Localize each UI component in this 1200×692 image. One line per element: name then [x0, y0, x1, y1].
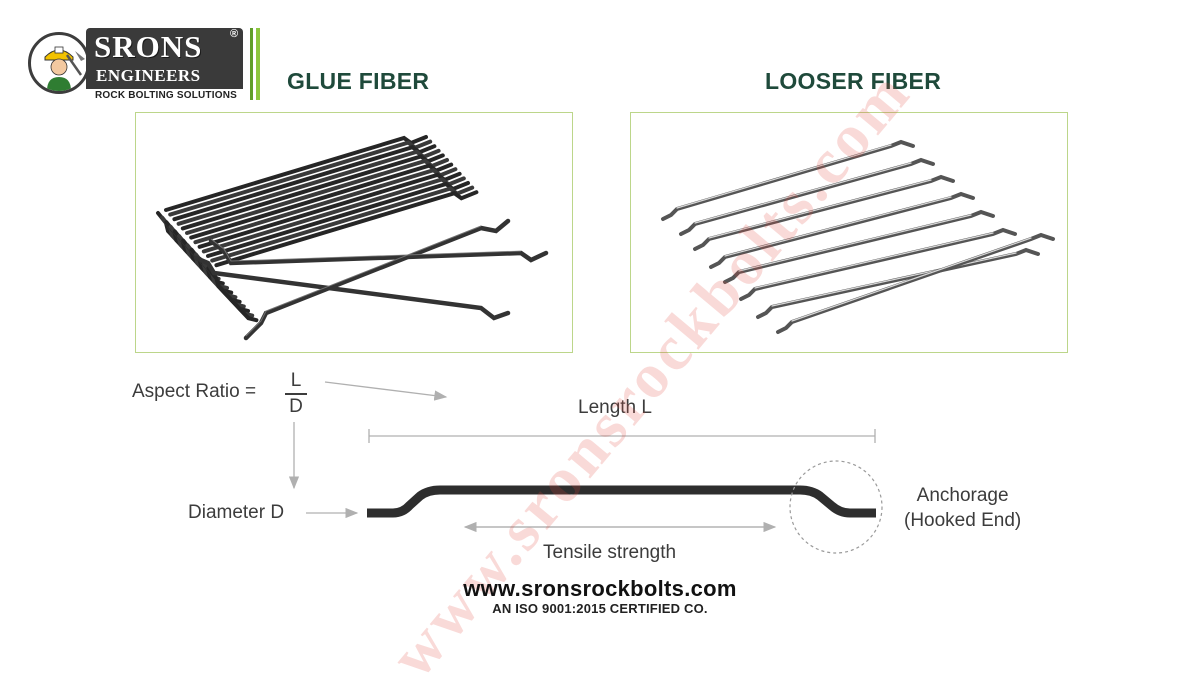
looser-rod: [661, 139, 915, 221]
looser-rod-highlight: [791, 237, 1032, 322]
looser-fiber-title: LOOSER FIBER: [765, 68, 942, 94]
looser-rod-highlight: [694, 162, 912, 224]
looser-rod: [739, 227, 1017, 301]
footer-certification: AN ISO 9001:2015 CERTIFIED CO.: [492, 601, 708, 616]
fraction-denominator: D: [289, 395, 303, 417]
aspect-length-arrow: [324, 381, 448, 401]
fiber-dimension-diagram: Aspect Ratio = L D Length L Diameter D A…: [0, 360, 1200, 600]
looser-rod-highlight: [754, 232, 994, 289]
looser-fiber-image: [630, 112, 1068, 353]
looser-rod: [756, 247, 1040, 319]
anchorage-label: Anchorage (Hooked End): [904, 483, 1021, 533]
looser-rod: [693, 174, 955, 251]
looser-rod: [709, 191, 975, 269]
looser-rod-highlight: [676, 144, 892, 209]
looser-rod-highlight: [724, 196, 952, 257]
logo-plate: [86, 28, 243, 96]
diameter-label: Diameter D: [188, 502, 285, 523]
footer-website-url: www.sronsrockbolts.com: [463, 576, 737, 601]
looser-fiber-illustration: [661, 139, 1055, 334]
looser-rod-highlight: [738, 214, 972, 272]
aspect-ratio-fraction: L D: [285, 370, 307, 418]
fraction-bar: [285, 393, 307, 395]
glue-fiber-title: GLUE FIBER: [287, 68, 430, 94]
logo-accent-bar: [250, 28, 253, 100]
anchorage-highlight-circle: [789, 460, 883, 554]
tensile-strength-label: Tensile strength: [543, 542, 677, 563]
looser-rod-highlight: [771, 252, 1017, 307]
length-dimension-line: [368, 429, 876, 443]
logo-accent-bar: [256, 28, 260, 100]
looser-rod-highlight: [708, 179, 932, 239]
anchorage-line-1: Anchorage: [916, 485, 1009, 506]
looser-rod: [679, 157, 935, 236]
aspect-ratio-label: Aspect Ratio =: [132, 381, 257, 402]
fraction-numerator: L: [290, 370, 302, 391]
length-label: Length L: [578, 397, 652, 418]
registered-mark: ®: [230, 28, 239, 40]
logo-subtitle: ENGINEERS: [96, 66, 201, 85]
glue-fiber-image: [135, 112, 573, 353]
looser-rod: [776, 232, 1055, 334]
logo-tagline: ROCK BOLTING SOLUTIONS: [82, 89, 250, 102]
company-logo: SRONS ® ENGINEERS ROCK BOLTING SOLUTIONS: [28, 28, 260, 102]
hooked-steel-fiber: [367, 485, 876, 518]
logo-name: SRONS: [94, 29, 203, 64]
looser-rod: [723, 209, 995, 284]
diagram-graphics: [288, 381, 883, 554]
anchorage-line-2: (Hooked End): [904, 510, 1022, 531]
glue-fiber-illustration: [156, 135, 549, 341]
miner-mascot-icon: [28, 32, 90, 94]
